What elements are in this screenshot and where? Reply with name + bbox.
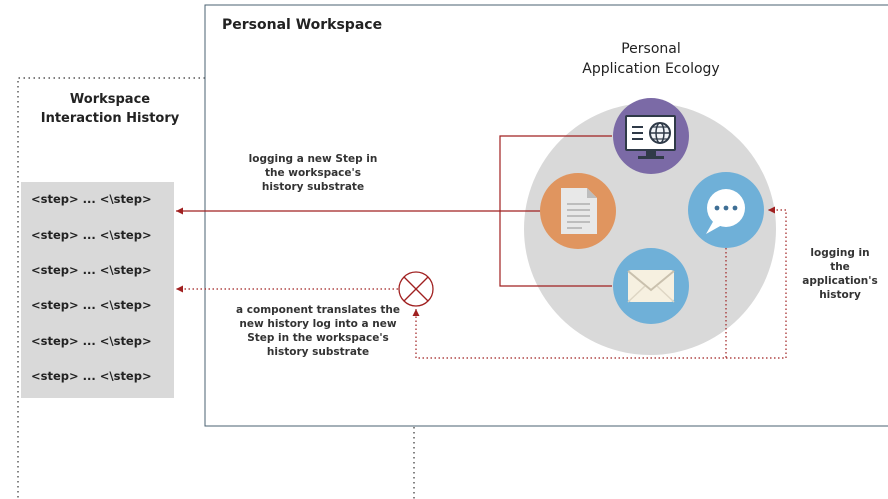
personal-workspace-box xyxy=(204,4,888,427)
annotation-line: application's xyxy=(802,275,878,287)
chat-icon xyxy=(706,189,745,234)
annotation-line: Step in the workspace's xyxy=(247,332,389,344)
document-icon xyxy=(561,188,597,234)
web-browser-app xyxy=(613,98,689,174)
history-step: <step> ... <\step> xyxy=(31,192,152,206)
chat-app xyxy=(688,172,764,248)
annotation-line: history substrate xyxy=(261,181,365,193)
ecology-circle xyxy=(524,103,776,355)
annotation-line: a component translates the xyxy=(236,304,400,316)
history-title-line1: Workspace xyxy=(69,92,151,107)
ecology-title: Personal Application Ecology xyxy=(551,39,751,79)
workspace-title: Personal Workspace xyxy=(222,17,383,33)
history-step: <step> ... <\step> xyxy=(31,298,152,312)
history-title: Workspace Interaction History xyxy=(10,90,210,128)
app-history-loop xyxy=(768,206,787,358)
annotation-line: logging in xyxy=(810,247,870,259)
mail-app xyxy=(613,248,689,324)
history-step: <step> ... <\step> xyxy=(31,263,152,277)
document-app xyxy=(540,173,616,249)
annotation-line: the xyxy=(830,261,850,273)
translator-component-icon xyxy=(398,271,434,307)
logging-step-annotation: logging a new Step in the workspace's hi… xyxy=(228,152,398,194)
annotation-line: new history log into a new xyxy=(239,318,397,330)
ecology-title-line2: Application Ecology xyxy=(582,61,720,77)
annotation-line: logging a new Step in xyxy=(248,153,378,165)
history-step-list: <step> ... <\step> <step> ... <\step> <s… xyxy=(21,182,174,398)
history-title-line2: Interaction History xyxy=(40,111,180,126)
ecology-title-line1: Personal xyxy=(621,41,681,57)
history-step: <step> ... <\step> xyxy=(31,228,152,242)
annotation-line: the workspace's xyxy=(264,167,361,179)
history-step: <step> ... <\step> xyxy=(31,334,152,348)
translator-annotation: a component translates the new history l… xyxy=(218,303,418,359)
annotation-line: history substrate xyxy=(266,346,370,358)
app-logging-annotation: logging in the application's history xyxy=(794,246,886,302)
mail-icon xyxy=(627,270,675,303)
history-step: <step> ... <\step> xyxy=(31,369,152,383)
web-browser-icon xyxy=(625,115,676,159)
chat-log-path xyxy=(415,236,727,359)
annotation-line: history xyxy=(819,289,861,301)
